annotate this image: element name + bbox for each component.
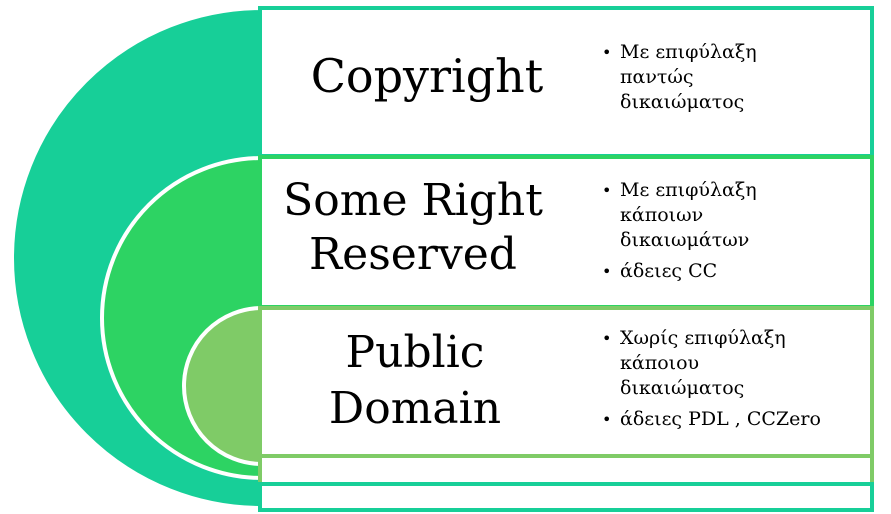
copyright-bullets: Με επιφύλαξη παντώς δικαιώματος — [600, 40, 800, 121]
bullet-item: Με επιφύλαξη κάποιων δικαιωμάτων — [600, 178, 800, 253]
bullet-item: Χωρίς επιφύλαξη κάποιου δικαιώματος — [600, 326, 820, 401]
bullet-item: άδειες PDL , CCZero — [600, 407, 870, 432]
some-rights-label-line-1: Some Right — [283, 175, 543, 226]
some-rights-label: Some Right Reserved — [248, 174, 578, 282]
some-rights-label-line-2: Reserved — [309, 229, 517, 280]
copyright-label: Copyright — [262, 50, 592, 103]
some-rights-bullets: Με επιφύλαξη κάποιων δικαιωμάτων άδειες … — [600, 178, 800, 290]
public-domain-label-line-2: Domain — [328, 383, 502, 434]
public-domain-arc — [182, 305, 264, 467]
public-domain-label: Public Domain — [250, 325, 580, 437]
public-domain-label-line-1: Public — [345, 327, 485, 378]
public-domain-bullets: Χωρίς επιφύλαξη κάποιου δικαιώματος άδει… — [600, 326, 870, 438]
bullet-item: άδειες CC — [600, 259, 800, 284]
bullet-item: Με επιφύλαξη παντώς δικαιώματος — [600, 40, 800, 115]
copyright-label-line: Copyright — [310, 49, 544, 103]
bottom-strip-box — [258, 482, 874, 512]
lower-strip-box — [258, 454, 874, 486]
